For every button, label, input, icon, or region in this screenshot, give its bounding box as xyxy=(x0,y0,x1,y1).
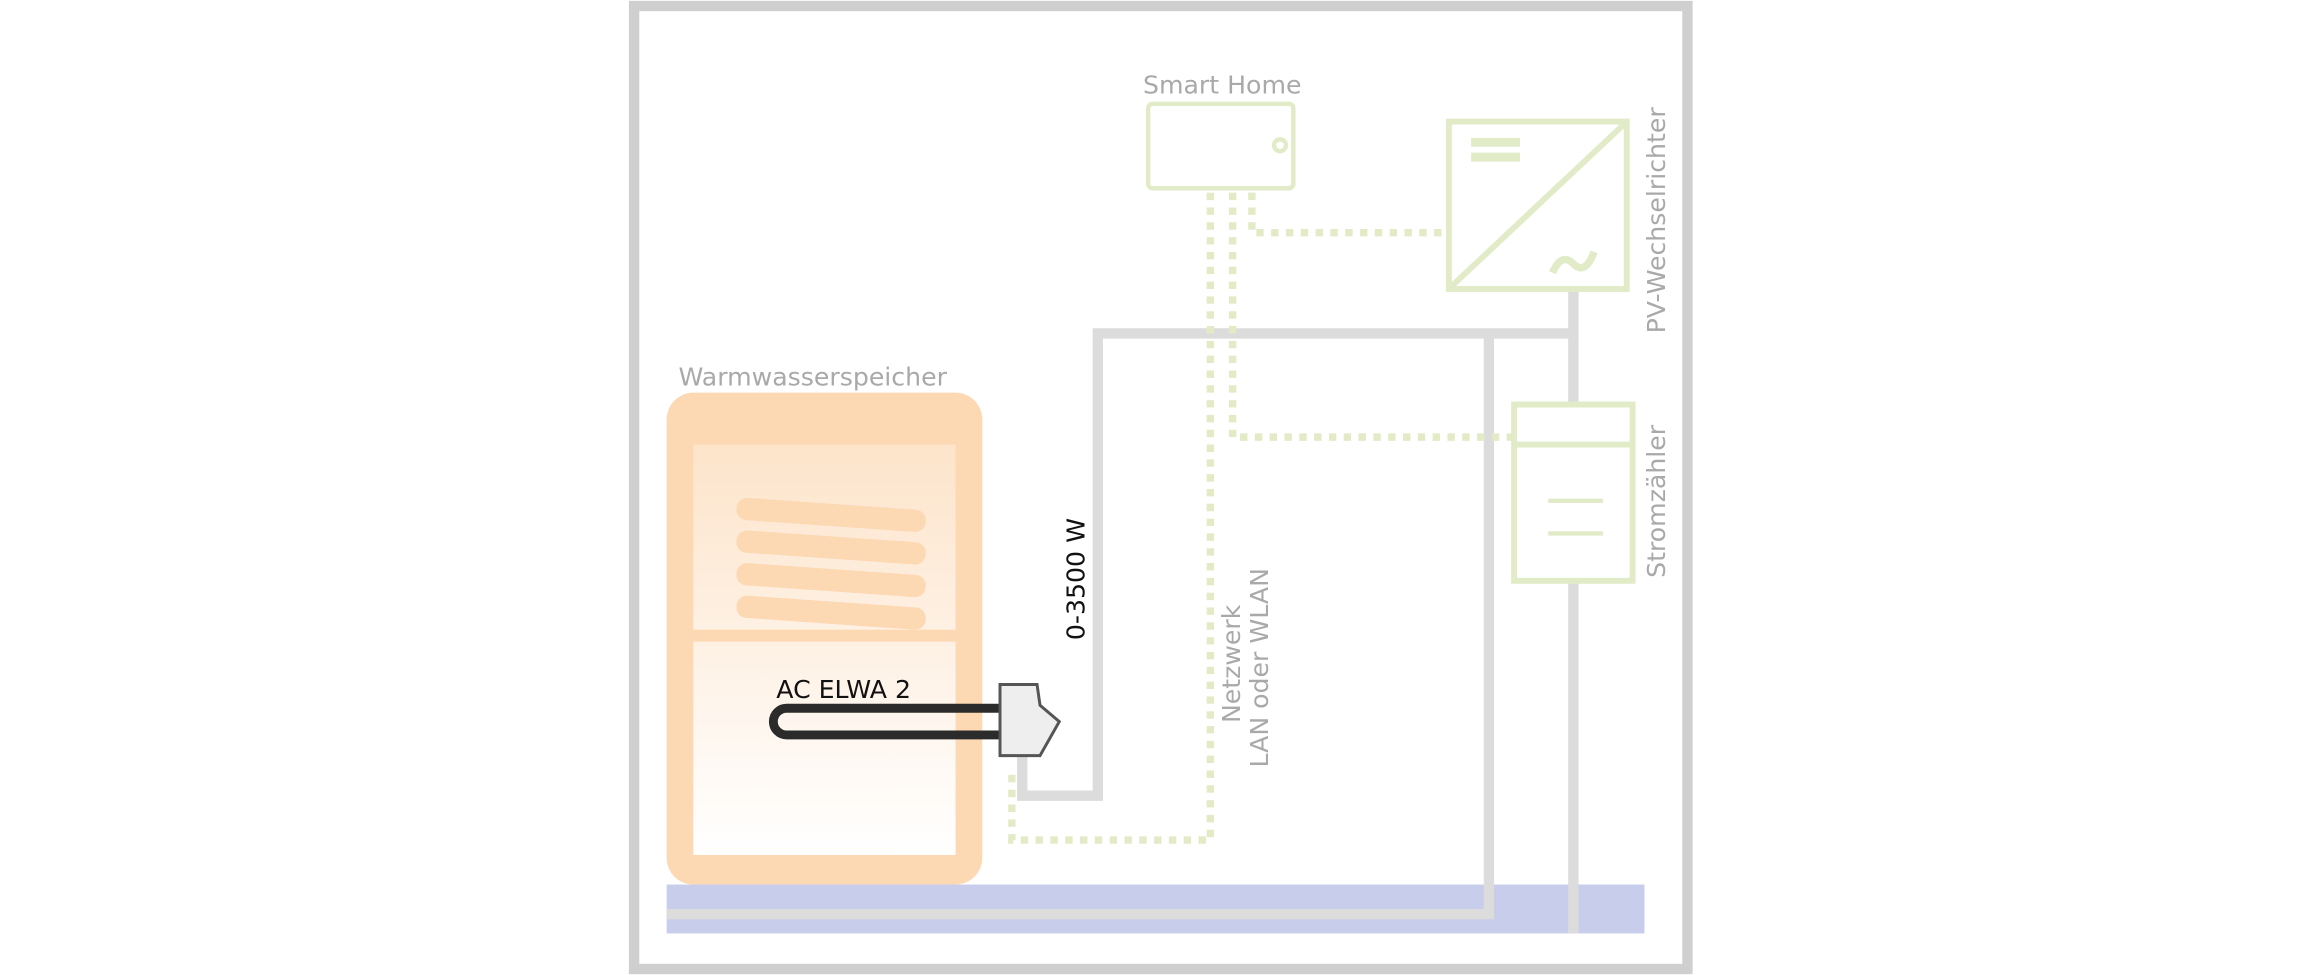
device-label: AC ELWA 2 xyxy=(776,675,911,704)
smart-home-label: Smart Home xyxy=(1143,70,1301,99)
network-label-line1: Netzwerk xyxy=(1217,604,1246,723)
inverter-icon xyxy=(1445,118,1630,292)
power-range-label: 0-3500 W xyxy=(1061,518,1090,640)
inverter-label: PV-Wechselrichter xyxy=(1642,107,1671,334)
power-cables xyxy=(666,288,1579,934)
tank-label: Warmwasserspeicher xyxy=(679,362,948,391)
tablet-icon xyxy=(1145,101,1296,191)
frame xyxy=(628,0,1693,975)
network-lines xyxy=(1008,192,1515,844)
network-label-line2: LAN oder WLAN xyxy=(1245,568,1274,767)
hot-water-tank xyxy=(666,392,983,885)
heating-rod-icon xyxy=(768,683,1062,758)
meter-label: Stromzähler xyxy=(1642,424,1671,578)
electricity-meter-icon xyxy=(1511,401,1636,584)
